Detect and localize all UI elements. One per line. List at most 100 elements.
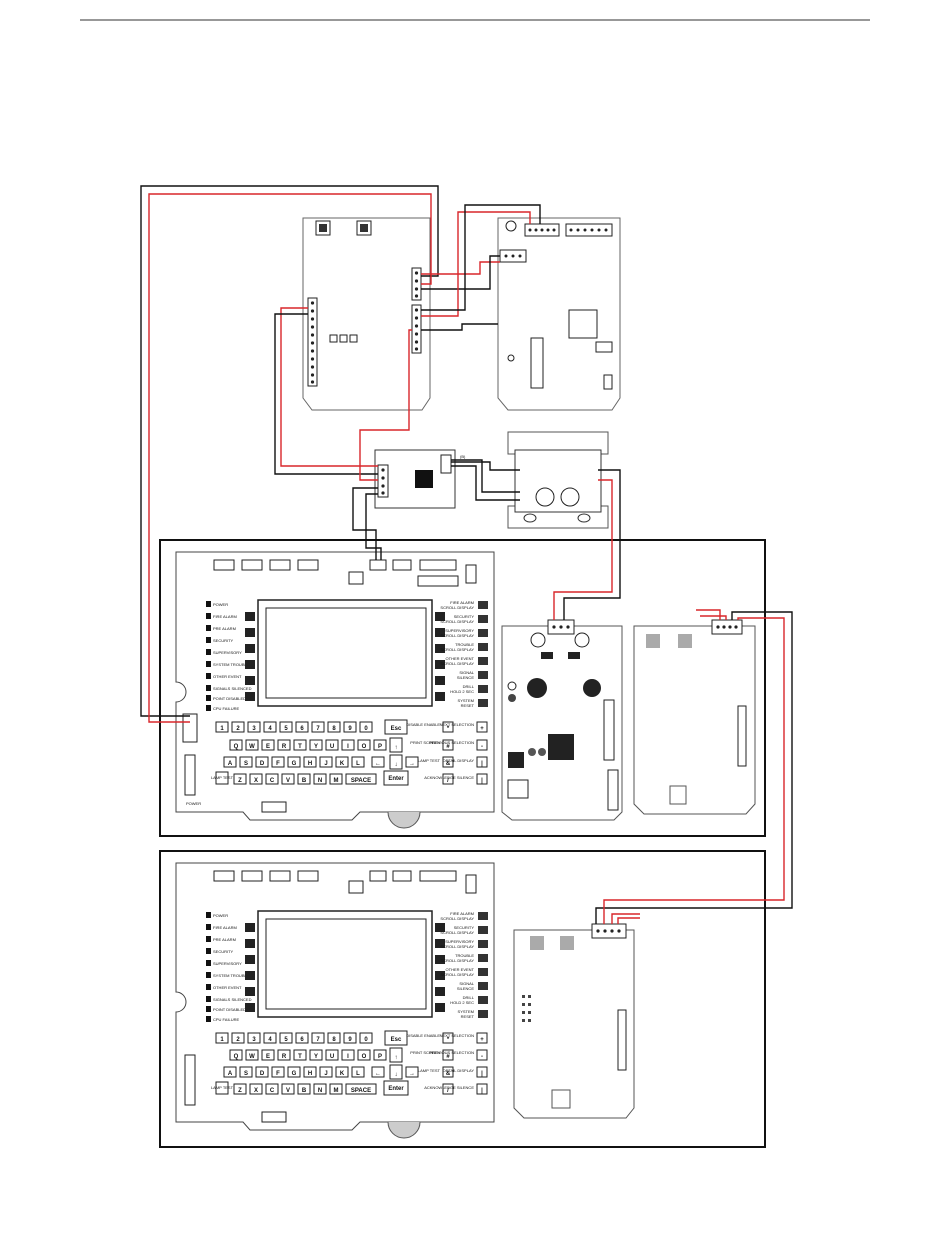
- key[interactable]: 0: [364, 726, 368, 732]
- upper-lcd-right-softkeys[interactable]: [435, 612, 445, 701]
- arrow-down-key[interactable]: [389, 1064, 403, 1080]
- key[interactable]: M: [334, 778, 339, 784]
- esc-key[interactable]: Esc: [391, 726, 402, 732]
- key[interactable]: 4: [268, 1037, 272, 1043]
- enter-key[interactable]: Enter: [388, 776, 404, 782]
- key[interactable]: 8: [332, 726, 336, 732]
- function-button[interactable]: OTHER EVENT SCROLL DISPLAY: [440, 656, 488, 666]
- key[interactable]: G: [292, 761, 297, 767]
- key[interactable]: S: [244, 1071, 248, 1077]
- key[interactable]: 6: [300, 726, 304, 732]
- arrow-right-key[interactable]: [405, 756, 419, 768]
- key[interactable]: 5: [284, 1037, 288, 1043]
- upper-lcd-left-softkeys[interactable]: [245, 612, 255, 701]
- key[interactable]: 0: [364, 1037, 368, 1043]
- key[interactable]: 7: [316, 726, 320, 732]
- side-function[interactable]: DISABLE ENABLE * NEXT SELECTION +: [406, 721, 488, 733]
- key[interactable]: 3: [252, 726, 256, 732]
- function-button[interactable]: SIGNAL SILENCE: [457, 670, 488, 680]
- key[interactable]: T: [298, 744, 302, 750]
- key[interactable]: H: [308, 761, 312, 767]
- key[interactable]: S: [244, 761, 248, 767]
- side-function[interactable]: LAMP TEST & DETAIL DISPLAY |: [418, 756, 488, 768]
- key[interactable]: F: [276, 761, 280, 767]
- function-button[interactable]: SECURITY SCROLL DISPLAY: [440, 614, 488, 624]
- arrow-up-key[interactable]: [389, 1047, 403, 1063]
- key[interactable]: U: [330, 744, 334, 750]
- arrow-left-key[interactable]: [371, 1066, 385, 1078]
- side-function[interactable]: DISABLE ENABLE*NEXT SELECTION+: [406, 1032, 488, 1044]
- key[interactable]: X: [254, 1088, 258, 1094]
- key[interactable]: I: [347, 1054, 349, 1060]
- key[interactable]: 2: [236, 1037, 240, 1043]
- key[interactable]: I: [347, 744, 349, 750]
- key[interactable]: W: [249, 1054, 255, 1060]
- key[interactable]: J: [324, 761, 327, 767]
- lamp-test-key[interactable]: LAMP TEST: [211, 1085, 234, 1090]
- key[interactable]: Y: [314, 1054, 318, 1060]
- key[interactable]: Y: [314, 744, 318, 750]
- key[interactable]: R: [282, 1054, 287, 1060]
- key[interactable]: 7: [316, 1037, 320, 1043]
- arrow-left-key[interactable]: [371, 756, 385, 768]
- key[interactable]: O: [362, 1054, 367, 1060]
- key[interactable]: L: [356, 761, 360, 767]
- key[interactable]: V: [286, 1088, 290, 1094]
- key[interactable]: 8: [332, 1037, 336, 1043]
- key[interactable]: M: [334, 1088, 339, 1094]
- key[interactable]: Z: [238, 1088, 242, 1094]
- key[interactable]: P: [378, 1054, 382, 1060]
- key[interactable]: 6: [300, 1037, 304, 1043]
- side-function[interactable]: / ACKNOWLEDGE SILENCE |: [424, 773, 488, 785]
- key[interactable]: P: [378, 744, 382, 750]
- key[interactable]: Q: [234, 1054, 239, 1060]
- lamp-test-key[interactable]: LAMP TEST: [211, 775, 234, 780]
- lower-lcd-right-softkeys[interactable]: [435, 923, 445, 1012]
- arrow-up-key[interactable]: [389, 737, 403, 753]
- key[interactable]: A: [228, 1071, 233, 1077]
- enter-key[interactable]: Enter: [388, 1086, 404, 1092]
- key[interactable]: K: [340, 761, 345, 767]
- key[interactable]: 5: [284, 726, 288, 732]
- function-button[interactable]: FIRE ALARM SCROLL DISPLAY: [440, 600, 488, 610]
- function-button[interactable]: TROUBLE SCROLL DISPLAY: [440, 642, 488, 652]
- key[interactable]: K: [340, 1071, 345, 1077]
- key[interactable]: 9: [348, 726, 352, 732]
- side-function[interactable]: PRINT SCREEN # PREVIOUS SELECTION -: [410, 739, 488, 751]
- side-function[interactable]: /ACKNOWLEDGE SILENCE|: [424, 1083, 488, 1095]
- key[interactable]: E: [266, 744, 270, 750]
- key[interactable]: D: [260, 761, 265, 767]
- key[interactable]: W: [249, 744, 255, 750]
- side-function[interactable]: PRINT SCREEN#PREVIOUS SELECTION-: [410, 1049, 488, 1061]
- function-button[interactable]: SUPERVISORY SCROLL DISPLAY: [440, 628, 488, 638]
- key[interactable]: T: [298, 1054, 302, 1060]
- key[interactable]: 3: [252, 1037, 256, 1043]
- key[interactable]: J: [324, 1071, 327, 1077]
- key[interactable]: N: [318, 1088, 322, 1094]
- function-button[interactable]: DRILL HOLD 2 SEC: [450, 684, 488, 694]
- key[interactable]: 1: [220, 1037, 224, 1043]
- key[interactable]: O: [362, 744, 367, 750]
- key[interactable]: 1: [220, 726, 224, 732]
- key[interactable]: A: [228, 761, 233, 767]
- key[interactable]: R: [282, 744, 287, 750]
- key[interactable]: X: [254, 778, 258, 784]
- key[interactable]: F: [276, 1071, 280, 1077]
- key[interactable]: D: [260, 1071, 265, 1077]
- key[interactable]: N: [318, 778, 322, 784]
- key[interactable]: B: [302, 1088, 307, 1094]
- arrow-down-key[interactable]: [389, 754, 403, 770]
- side-function[interactable]: LAMP TEST&DETAIL DISPLAY|: [418, 1066, 488, 1078]
- key[interactable]: Q: [234, 744, 239, 750]
- function-button[interactable]: SYSTEM RESET: [458, 698, 488, 708]
- key[interactable]: 9: [348, 1037, 352, 1043]
- lower-lcd-left-softkeys[interactable]: [245, 923, 255, 1012]
- key[interactable]: B: [302, 778, 307, 784]
- key[interactable]: Z: [238, 778, 242, 784]
- key[interactable]: U: [330, 1054, 334, 1060]
